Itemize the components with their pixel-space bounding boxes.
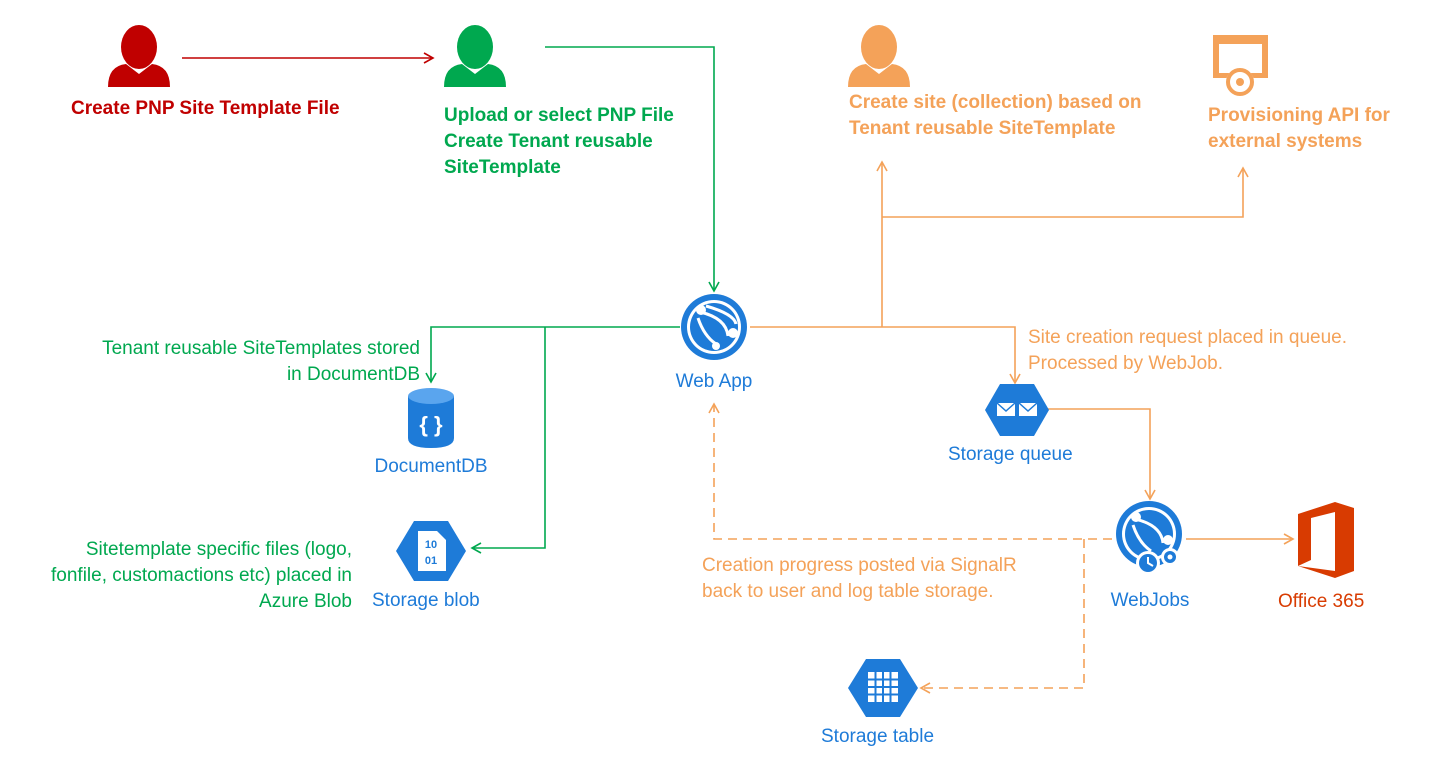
webjobs-label: WebJobs: [1110, 590, 1190, 611]
arrow-webjobs-to-webapp-dashed: [708, 402, 1112, 540]
signalr-note-line-1: Creation progress posted via SignalR: [702, 555, 1017, 576]
site-creator-label-line-2: Tenant reusable SiteTemplate: [849, 118, 1116, 139]
person-icon: [848, 25, 910, 87]
svg-text:01: 01: [425, 555, 437, 567]
creator-label: Create PNP Site Template File: [71, 98, 340, 119]
globe-gears-icon: [1116, 501, 1182, 575]
blob-hexagon-icon: 10 01: [396, 521, 466, 581]
office365-label: Office 365: [1278, 591, 1365, 612]
storage-table-label: Storage table: [821, 726, 935, 747]
person-icon: [108, 25, 170, 87]
documentdb-label: DocumentDB: [374, 456, 488, 477]
queue-note-line-2: Processed by WebJob.: [1028, 353, 1224, 374]
table-hexagon-icon: [848, 659, 918, 717]
arrow-to-provisioning-api: [882, 166, 1249, 218]
api-label-line-2: external systems: [1208, 131, 1363, 152]
arrow-webapp-to-blob: [470, 327, 546, 554]
documentdb-note-line-1: Tenant reusable SiteTemplates stored: [102, 338, 420, 359]
signalr-note-line-2: back to user and log table storage.: [702, 581, 994, 602]
api-label-line-1: Provisioning API for: [1208, 105, 1390, 126]
office365-logo-icon: [1298, 502, 1354, 578]
uploader-label-line-3: SiteTemplate: [444, 157, 561, 178]
database-icon: { }: [408, 388, 454, 448]
queue-hexagon-icon: [985, 384, 1049, 436]
globe-icon: [681, 294, 747, 360]
uploader-label-line-1: Upload or select PNP File: [444, 105, 674, 126]
arrow-to-storage-table-dashed: [919, 539, 1085, 694]
arrow-webapp-to-documentdb: [425, 326, 680, 384]
site-creator-label-line-1: Create site (collection) based on: [849, 92, 1142, 113]
queue-note-line-1: Site creation request placed in queue.: [1028, 327, 1347, 348]
arrow-webapp-to-queue: [750, 326, 1021, 385]
svg-text:{ }: { }: [419, 412, 443, 437]
blob-note-line-2: fonfile, customactions etc) placed in: [51, 565, 352, 586]
arrow-uploader-to-webapp: [545, 46, 720, 293]
arrow-queue-to-webjobs: [1046, 408, 1156, 501]
storage-blob-label: Storage blob: [372, 590, 480, 611]
person-icon: [444, 25, 506, 87]
documentdb-note-line-2: in DocumentDB: [286, 364, 420, 385]
blob-note-line-1: Sitetemplate specific files (logo,: [85, 539, 352, 560]
svg-text:10: 10: [425, 539, 437, 551]
uploader-label-line-2: Create Tenant reusable: [444, 131, 653, 152]
blob-note-line-3: Azure Blob: [259, 591, 352, 612]
webapp-label: Web App: [675, 371, 753, 392]
storage-queue-label: Storage queue: [948, 444, 1073, 465]
provisioning-api-icon: [1213, 35, 1268, 96]
